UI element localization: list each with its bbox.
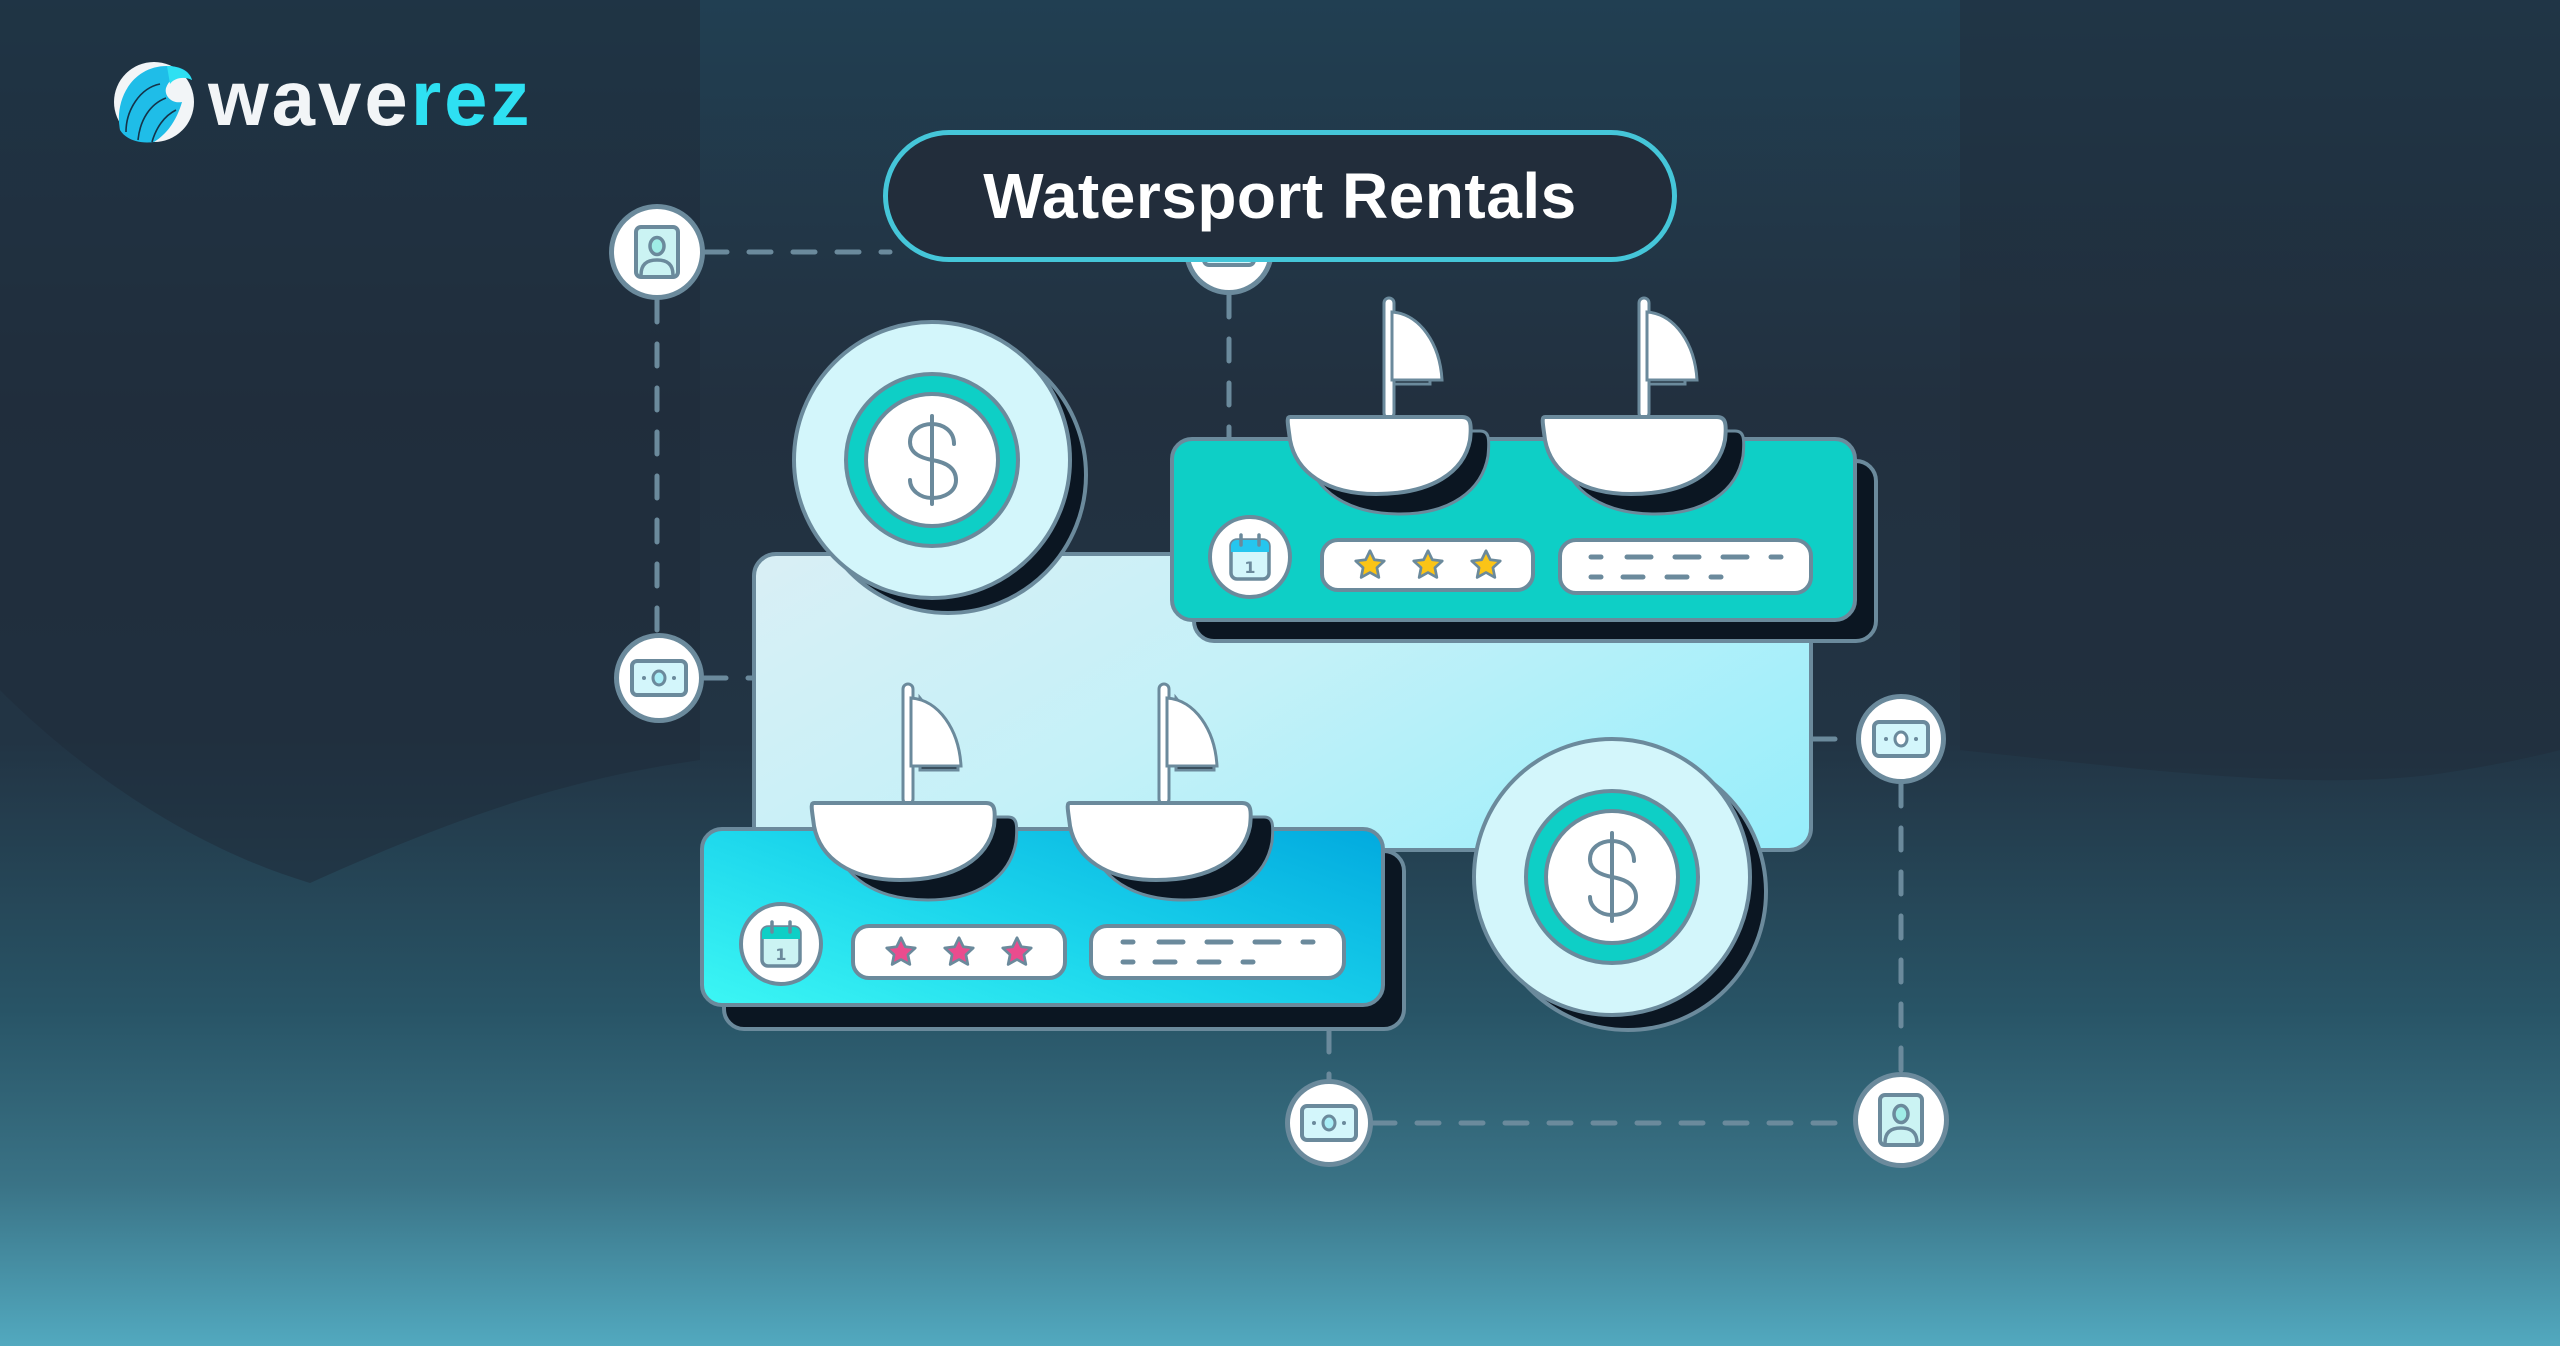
page-title-pill: Watersport Rentals <box>883 130 1677 262</box>
star-icon <box>1411 549 1444 579</box>
logo-text-rez: rez <box>410 54 533 142</box>
svg-text:1: 1 <box>775 945 786 964</box>
coin-bottom-right <box>1472 737 1768 1032</box>
text-placeholder-pill-upper <box>1558 538 1813 595</box>
brand-logo[interactable]: waverez <box>112 59 533 144</box>
logo-wordmark: waverez <box>208 59 533 137</box>
money-icon <box>1872 720 1930 758</box>
text-placeholder-pill-lower <box>1089 924 1346 980</box>
node-user-top-left <box>609 204 705 300</box>
rating-pill-upper <box>1320 538 1535 592</box>
user-icon <box>634 225 680 279</box>
node-money-right <box>1856 694 1946 784</box>
money-icon <box>1300 1104 1358 1142</box>
boat-icon <box>1285 296 1491 516</box>
boat-icon <box>809 682 1019 902</box>
calendar-icon: 1 <box>760 920 802 968</box>
star-icon <box>1469 549 1502 579</box>
node-money-left <box>614 633 704 723</box>
boats-lower <box>809 682 1275 902</box>
wave-logo-icon <box>114 62 194 143</box>
node-money-bottom <box>1285 1079 1373 1167</box>
star-icon <box>885 936 917 966</box>
logo-text-wave: wave <box>208 54 411 142</box>
boats-upper <box>1285 296 1746 516</box>
calendar-icon: 1 <box>1229 533 1271 581</box>
star-icon <box>1353 549 1386 579</box>
boat-icon <box>1540 296 1746 516</box>
dollar-icon <box>1587 831 1639 923</box>
calendar-badge-upper[interactable]: 1 <box>1208 515 1292 599</box>
text-lines-icon <box>1120 939 1315 965</box>
money-icon <box>630 659 688 697</box>
user-icon <box>1878 1093 1924 1147</box>
dollar-icon <box>907 414 959 506</box>
text-lines-icon <box>1588 554 1783 579</box>
page-title: Watersport Rentals <box>983 160 1577 232</box>
node-user-bottom-right <box>1853 1072 1949 1168</box>
rating-pill-lower <box>851 924 1067 980</box>
calendar-badge-lower[interactable]: 1 <box>739 902 823 986</box>
svg-text:1: 1 <box>1244 558 1255 577</box>
boat-icon <box>1065 682 1275 902</box>
coin-top-left <box>792 320 1088 615</box>
star-icon <box>1001 936 1033 966</box>
star-icon <box>943 936 975 966</box>
